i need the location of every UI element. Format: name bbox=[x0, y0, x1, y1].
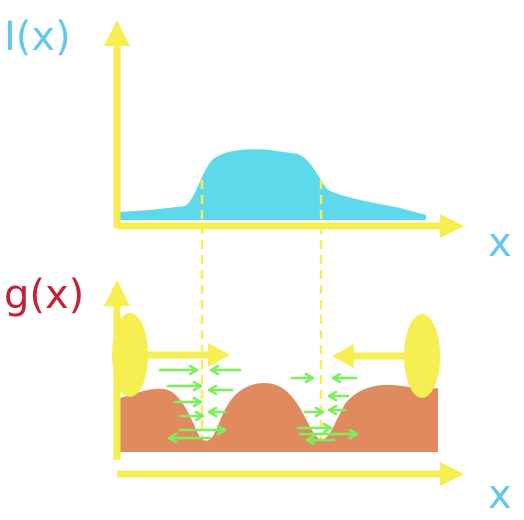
terrain-profile bbox=[120, 382, 438, 452]
intensity-curve bbox=[120, 149, 426, 220]
force-arrow bbox=[207, 406, 227, 418]
bottom-panel: g(x) x bbox=[4, 272, 512, 518]
top-x-label: x bbox=[488, 220, 512, 266]
left-large-arrow-head bbox=[208, 343, 230, 367]
force-arrow bbox=[290, 372, 315, 384]
bottom-x-axis-arrowhead bbox=[440, 462, 464, 486]
force-arrow bbox=[327, 404, 347, 416]
right-source-ellipse bbox=[404, 314, 440, 398]
bottom-y-axis-arrowhead bbox=[104, 280, 130, 306]
force-arrow bbox=[209, 364, 242, 376]
force-arrow bbox=[178, 424, 227, 436]
right-valley-force-arrows bbox=[290, 372, 359, 446]
right-large-arrow-head bbox=[332, 344, 354, 368]
force-arrow bbox=[331, 372, 358, 384]
force-arrow bbox=[296, 422, 333, 434]
top-x-axis-arrowhead bbox=[440, 214, 464, 238]
left-valley-force-arrows bbox=[158, 364, 242, 444]
left-source-ellipse bbox=[112, 313, 148, 397]
force-arrow bbox=[158, 364, 199, 376]
force-arrow bbox=[167, 432, 212, 444]
force-arrow bbox=[303, 406, 325, 418]
force-arrow bbox=[207, 384, 234, 396]
force-arrow bbox=[166, 380, 203, 392]
bottom-x-label: x bbox=[488, 472, 512, 518]
bottom-y-label: g(x) bbox=[4, 272, 84, 318]
force-arrow bbox=[173, 396, 203, 408]
top-y-label: I(x) bbox=[4, 14, 71, 60]
force-arrow bbox=[305, 434, 336, 446]
top-panel: I(x) x bbox=[4, 14, 512, 266]
force-arrow bbox=[327, 390, 350, 402]
force-arrow bbox=[298, 428, 359, 440]
force-arrow bbox=[178, 410, 205, 422]
top-y-axis-arrowhead bbox=[104, 20, 130, 46]
